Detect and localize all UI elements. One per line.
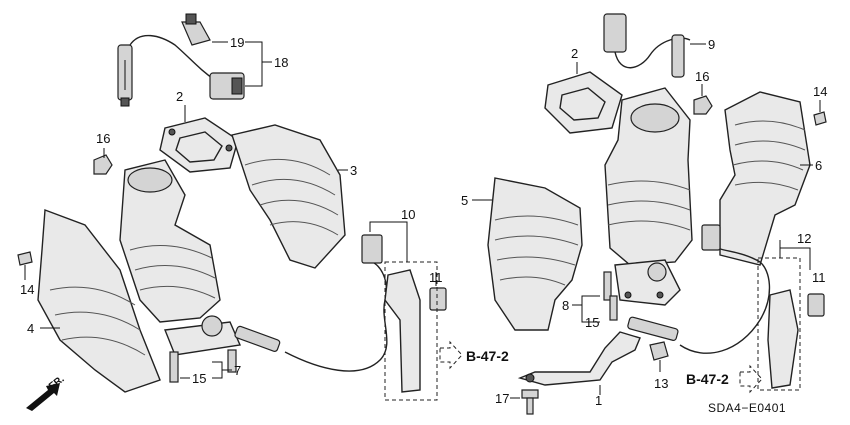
svg-text:2: 2: [176, 89, 183, 104]
right-heat-shield-5: 5: [461, 177, 583, 331]
left-connector-10: 10 11: [361, 207, 447, 401]
svg-text:1: 1: [595, 393, 602, 408]
front-direction-arrow: FR.: [26, 374, 67, 411]
right-studs-8-15: 8 15: [562, 271, 618, 330]
right-nut-16: 16: [693, 69, 713, 115]
left-heat-shield-3: 3: [231, 124, 357, 269]
left-connector-18: [181, 13, 245, 100]
svg-text:12: 12: [797, 231, 811, 246]
left-bolt-14: 14: [17, 251, 34, 297]
svg-text:11: 11: [429, 270, 443, 285]
diagram-code: SDA4−E0401: [708, 401, 786, 415]
callout-2-left: 2: [176, 89, 186, 122]
svg-text:5: 5: [461, 193, 468, 208]
right-bolt-17: 17: [495, 389, 539, 415]
svg-text:7: 7: [234, 363, 241, 378]
left-reference-arrow: B-47-2: [439, 340, 509, 370]
svg-text:19: 19: [230, 35, 244, 50]
svg-text:B-47-2: B-47-2: [466, 348, 509, 364]
svg-text:8: 8: [562, 298, 569, 313]
svg-text:17: 17: [495, 391, 509, 406]
svg-text:11: 11: [812, 270, 826, 285]
left-nut-16: 16: [93, 131, 113, 175]
svg-text:15: 15: [192, 371, 206, 386]
right-heat-shield-6: 6: [719, 91, 822, 266]
svg-text:16: 16: [96, 131, 110, 146]
left-oxygen-sensor-lower: [234, 261, 388, 372]
svg-text:10: 10: [401, 207, 415, 222]
svg-text:14: 14: [20, 282, 34, 297]
right-bolt-14: 14: [813, 84, 827, 126]
callout-18: 18: [245, 41, 288, 87]
right-catalytic-converter: [604, 87, 693, 306]
right-oxygen-sensor-13: 13: [627, 244, 771, 391]
right-connector-12: 12 11: [701, 224, 826, 391]
svg-text:15: 15: [585, 315, 599, 330]
svg-text:13: 13: [654, 376, 668, 391]
left-stud-15: 15 7: [169, 349, 241, 386]
left-heat-shield-4: 4: [27, 209, 161, 393]
left-oxygen-sensor-upper: [117, 34, 216, 107]
svg-text:3: 3: [350, 163, 357, 178]
svg-text:16: 16: [695, 69, 709, 84]
svg-text:6: 6: [815, 158, 822, 173]
right-reference-arrow: B-47-2: [686, 364, 763, 394]
svg-text:9: 9: [708, 37, 715, 52]
svg-text:2: 2: [571, 46, 578, 61]
right-bracket-1: 1: [517, 331, 641, 408]
svg-text:B-47-2: B-47-2: [686, 371, 729, 387]
svg-text:14: 14: [813, 84, 827, 99]
left-gasket-2: [159, 117, 239, 173]
svg-text:18: 18: [274, 55, 288, 70]
right-gasket-2: 2: [544, 46, 623, 134]
left-catalytic-converter: [119, 159, 242, 356]
right-oxygen-sensor-9: 9: [603, 13, 715, 78]
svg-text:4: 4: [27, 321, 34, 336]
callout-19: 19: [212, 35, 244, 50]
